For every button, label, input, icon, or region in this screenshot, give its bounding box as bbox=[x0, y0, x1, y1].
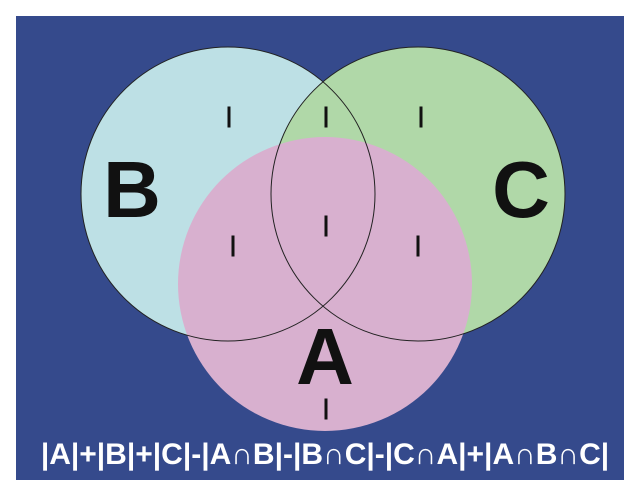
region-marks bbox=[227, 106, 423, 420]
inclusion-exclusion-formula: |A|+|B|+|C|-|A∩B|-|B∩C|-|C∩A|+|A∩B∩C| bbox=[41, 438, 609, 471]
set-c-outline bbox=[270, 46, 566, 342]
set-c-label: C bbox=[492, 145, 550, 234]
set-a-label: A bbox=[296, 312, 354, 401]
set-b-label: B bbox=[103, 145, 161, 234]
set-b-outline bbox=[80, 46, 376, 342]
set-a-circle bbox=[178, 137, 472, 431]
